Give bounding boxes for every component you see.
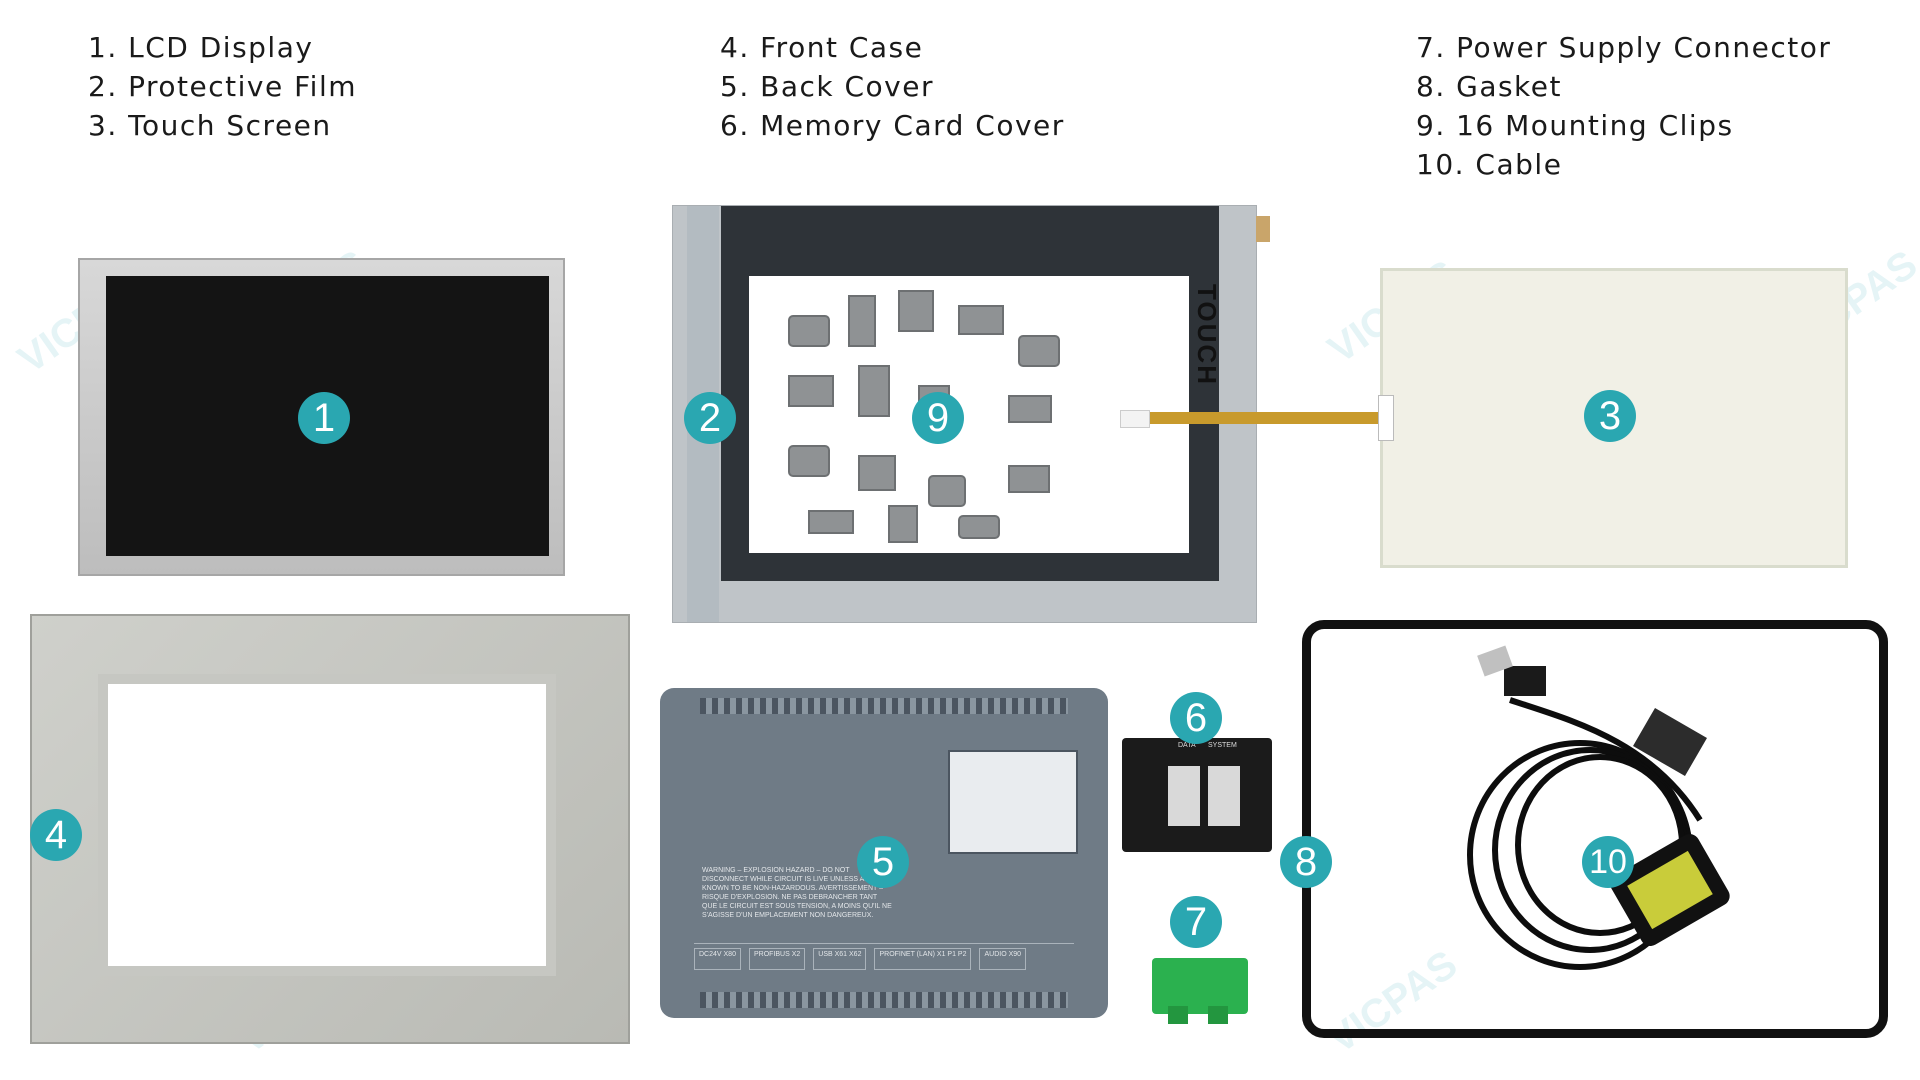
port-label: USB X61 X62 [813, 948, 867, 970]
legend-item: 5. Back Cover [720, 70, 934, 103]
back-cover-image: WARNING – EXPLOSION HAZARD – DO NOT DISC… [660, 688, 1108, 1018]
legend-column-2: 4. Front Case 5. Back Cover 6. Memory Ca… [720, 28, 1065, 145]
part-badge-10: 10 [1582, 836, 1634, 888]
part-badge-6: 6 [1170, 692, 1222, 744]
legend-item: 7. Power Supply Connector [1416, 31, 1832, 64]
memory-card-cover-image: DATA SYSTEM [1122, 738, 1272, 852]
connector-pin [1168, 1006, 1188, 1024]
legend-item: 6. Memory Card Cover [720, 109, 1065, 142]
legend-column-3: 7. Power Supply Connector 8. Gasket 9. 1… [1416, 28, 1831, 184]
panel-window [749, 276, 1189, 553]
legend-item: 1. LCD Display [88, 31, 314, 64]
vent-ribs-top [700, 698, 1068, 714]
part-badge-3: 3 [1584, 390, 1636, 442]
front-case-image [30, 614, 630, 1044]
power-supply-connector-image [1152, 958, 1248, 1024]
warning-label: WARNING – EXPLOSION HAZARD – DO NOT DISC… [702, 867, 892, 919]
part-badge-4: 4 [30, 809, 82, 861]
cable-image [1467, 645, 1730, 970]
part-badge-9: 9 [912, 392, 964, 444]
gasket-image [1302, 620, 1888, 1038]
touch-screen-flex-cable [1122, 412, 1390, 424]
flex-cable-tag [1378, 395, 1394, 441]
vent-ribs-bottom [700, 992, 1068, 1008]
port-label: AUDIO X90 [979, 948, 1027, 970]
part-badge-8: 8 [1280, 836, 1332, 888]
card-window [1164, 762, 1204, 830]
front-case-opening [98, 674, 556, 976]
data-label: DATA [1178, 742, 1196, 749]
legend-item: 8. Gasket [1416, 70, 1562, 103]
legend-item: 2. Protective Film [88, 70, 357, 103]
connector-pin [1208, 1006, 1228, 1024]
film-tab [1256, 216, 1270, 242]
legend-item: 10. Cable [1416, 148, 1563, 181]
port-label: DC24V X80 [694, 948, 741, 970]
port-label: PROFINET (LAN) X1 P1 P2 [874, 948, 972, 970]
legend-column-1: 1. LCD Display 2. Protective Film 3. Tou… [88, 28, 357, 145]
port-label: PROFIBUS X2 [748, 948, 806, 970]
part-badge-5: 5 [857, 836, 909, 888]
port-labels: DC24V X80 PROFIBUS X2 USB X61 X62 PROFIN… [694, 943, 1074, 980]
part-badge-1: 1 [298, 392, 350, 444]
part-badge-7: 7 [1170, 896, 1222, 948]
legend-item: 4. Front Case [720, 31, 924, 64]
flex-cable-end [1120, 410, 1150, 428]
part-badge-2: 2 [684, 392, 736, 444]
card-window [1204, 762, 1244, 830]
legend-item: 3. Touch Screen [88, 109, 332, 142]
legend-item: 9. 16 Mounting Clips [1416, 109, 1734, 142]
touch-label: TOUCH [1192, 284, 1222, 386]
card-slot-area [948, 750, 1078, 854]
system-label: SYSTEM [1208, 742, 1237, 749]
lcd-display-image [78, 258, 565, 576]
